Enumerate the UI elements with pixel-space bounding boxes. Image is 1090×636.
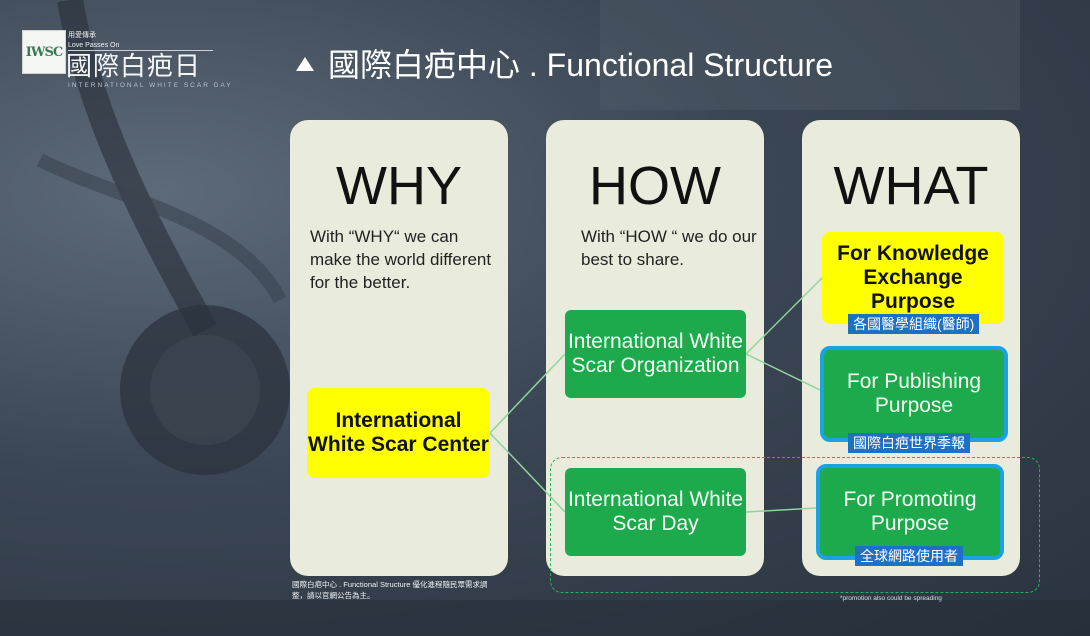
promotion-note: *promotion also could be spreading [840, 595, 942, 602]
promotion-group-outline [550, 457, 1040, 593]
promoting-purpose-box: For Promoting Purpose [816, 464, 1004, 560]
brand-name: 國際白疤日 [66, 51, 202, 81]
connector-center-org [489, 353, 566, 434]
how-heading: HOW [589, 156, 721, 216]
why-description: With “WHY“ we can make the world differe… [310, 227, 492, 292]
brand-subtitle-chinese: 用愛傳承 [68, 32, 96, 39]
center-box: International White Scar Center [307, 388, 490, 478]
what-heading: WHAT [833, 156, 989, 216]
publishing-purpose-box: For Publishing Purpose [820, 346, 1008, 442]
connector-org-publishing [745, 353, 821, 391]
connector-center-day [489, 432, 566, 513]
promoting-tag: 全球網路使用者 [855, 546, 963, 566]
how-description: With “HOW “ we do our best to share. [581, 227, 757, 269]
knowledge-tag: 各國醫學組織(醫師) [848, 314, 980, 334]
brand-tagline: INTERNATIONAL WHITE SCAR DAY [68, 82, 233, 89]
brand-divider [68, 50, 213, 51]
why-panel: WHY With “WHY“ we can make the world dif… [290, 120, 508, 576]
iwsc-logo: IWSC [22, 30, 66, 74]
knowledge-purpose-box: For Knowledge Exchange Purpose [822, 232, 1004, 324]
publishing-tag: 國際白疤世界季報 [848, 433, 970, 453]
organization-box: International White Scar Organization [565, 310, 746, 398]
footnote: 國際白疤中心 . Functional Structure 優化進程隨民眾需求調… [292, 580, 488, 600]
connector-day-promoting [745, 507, 817, 513]
why-heading: WHY [336, 156, 462, 216]
day-box: International White Scar Day [565, 468, 746, 556]
connector-org-knowledge [745, 277, 823, 355]
title-bullet-icon [296, 57, 314, 71]
brand-subtitle-english: Love Passes On [68, 42, 120, 49]
slide-title: 國際白疤中心 . Functional Structure [328, 47, 834, 83]
